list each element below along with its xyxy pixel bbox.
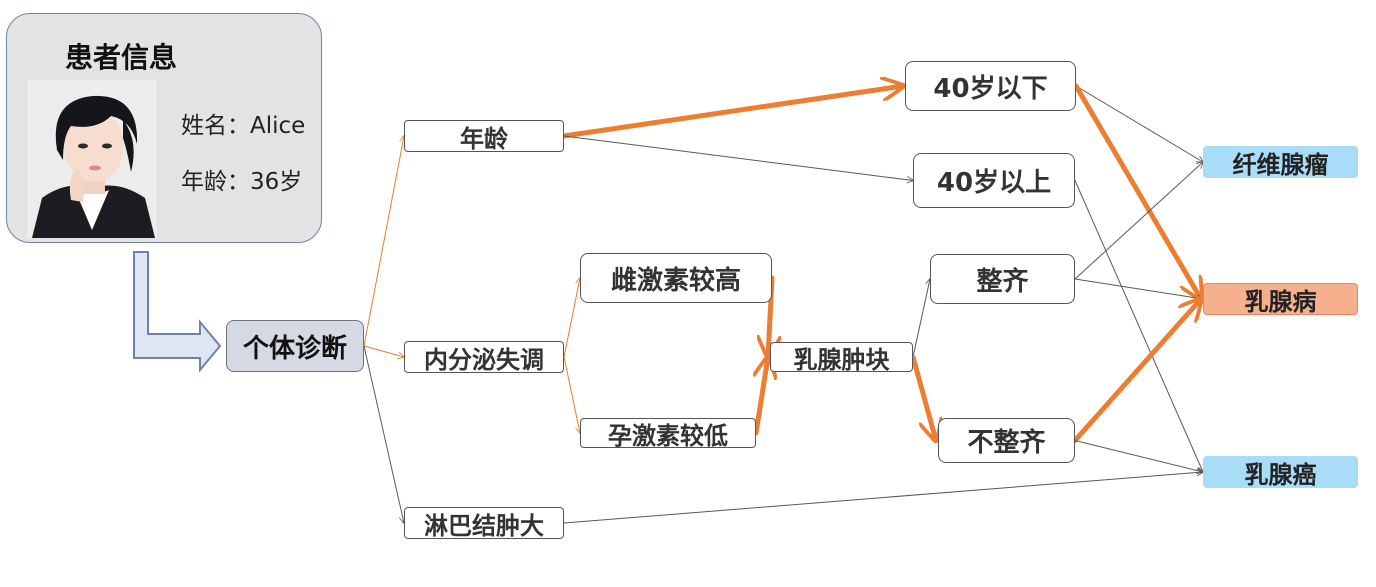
edge-regular-to-fibroadenoma [1074, 162, 1203, 280]
node-irregular: 不整齐 [938, 418, 1075, 463]
edge-over_40-to-breast_cancer [1074, 180, 1203, 473]
edge-breast_lump-to-irregular [910, 354, 936, 441]
edge-irregular-to-breast_cancer [1074, 440, 1203, 473]
edge-lymph_enlargement-to-breast_cancer [563, 472, 1203, 524]
edge-progesterone_low-to-breast_lump [756, 357, 768, 436]
node-fibroadenoma: 纤维腺瘤 [1203, 146, 1358, 179]
node-age: 年龄 [404, 120, 564, 153]
portrait-photo-icon [27, 80, 157, 238]
node-breast-cancer: 乳腺癌 [1203, 456, 1358, 489]
edge-individual_diagnosis-to-endocrine_disorder [363, 345, 404, 357]
node-estrogen-high: 雌激素较高 [580, 253, 772, 303]
node-progesterone-low: 孕激素较低 [580, 418, 756, 450]
edge-individual_diagnosis-to-lymph_enlargement [363, 345, 404, 523]
patient-info-title: 患者信息 [65, 41, 178, 74]
node-breast-disease: 乳腺病 [1203, 283, 1358, 316]
patient-info-card: 患者信息 姓名：Alice 年龄：36岁 [6, 13, 322, 243]
node-endocrine-disorder: 内分泌失调 [404, 341, 564, 374]
edge-under_40-to-breast_disease [1073, 83, 1201, 299]
edge-breast_lump-to-regular [912, 279, 930, 358]
patient-photo [27, 80, 157, 238]
node-regular: 整齐 [930, 254, 1075, 304]
edge-irregular-to-breast_disease [1072, 299, 1201, 443]
edge-individual_diagnosis-to-age [363, 136, 404, 347]
patient-name: 姓名：Alice [181, 113, 306, 139]
edge-endocrine_disorder-to-progesterone_low [563, 356, 580, 433]
edge-endocrine_disorder-to-estrogen_high [563, 278, 580, 358]
patient-age: 年龄：36岁 [181, 169, 303, 195]
edge-under_40-to-fibroadenoma [1075, 85, 1203, 162]
node-breast-lump: 乳腺肿块 [770, 342, 913, 374]
node-lymph-enlargement: 淋巴结肿大 [404, 507, 564, 540]
node-under-40: 40岁以下 [905, 61, 1076, 111]
node-individual-diagnosis: 个体诊断 [226, 320, 364, 372]
edge-age-to-under_40 [561, 86, 903, 139]
edge-regular-to-breast_disease [1074, 278, 1203, 299]
edge-age-to-over_40 [563, 135, 913, 181]
node-over-40: 40岁以上 [913, 153, 1075, 208]
block-arrow-icon [133, 251, 222, 373]
